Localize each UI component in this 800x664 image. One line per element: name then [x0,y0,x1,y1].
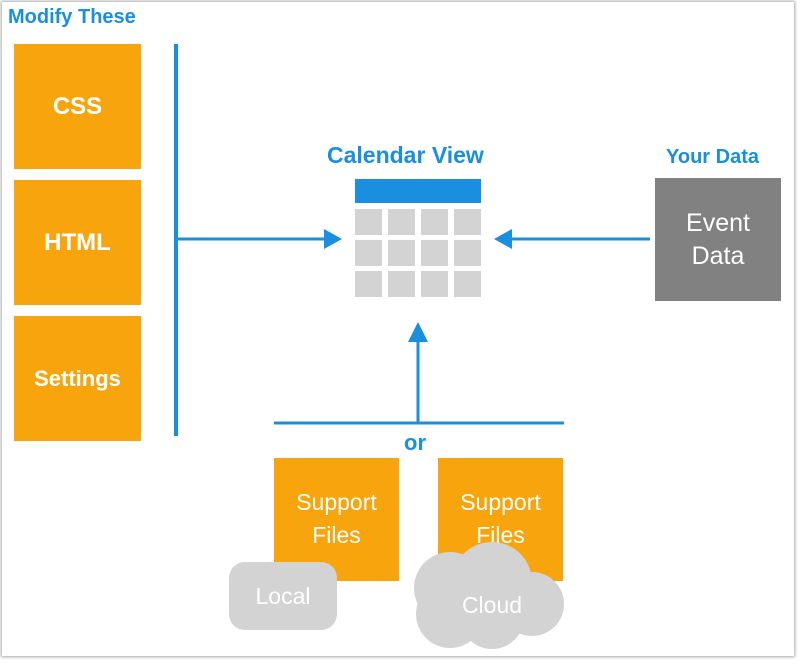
diagram-canvas: Modify These Calendar View Your Data or … [2,2,794,656]
css-box-label: CSS [52,92,103,120]
settings-box-label: Settings [34,365,121,391]
event-data-box: Event Data [655,178,781,301]
modify-these-label: Modify These [8,6,136,28]
or-label: or [404,430,426,455]
event-data-line1: Event [686,208,750,237]
support-files-local-box: Support Files [274,458,399,581]
up-arrow-head [408,322,428,342]
css-box: CSS [14,44,141,169]
diagram-connectors [174,44,650,436]
left-arrow-head [324,229,342,249]
support-files-cloud-line2: Files [476,522,525,548]
calendar-icon [355,179,481,297]
support-files-cloud-line1: Support [460,489,541,515]
html-box-label: HTML [44,228,111,256]
html-box: HTML [14,180,141,305]
cloud-storage-label: Cloud [461,592,523,618]
your-data-label: Your Data [666,146,759,168]
calendar-view-label: Calendar View [327,142,484,168]
calendar-header-bar [355,179,481,203]
local-storage-badge: Local [229,562,337,630]
event-data-line2: Data [691,241,745,270]
local-storage-label: Local [255,582,311,609]
support-files-cloud-box: Support Files [438,458,563,581]
right-arrow-head [494,229,512,249]
support-files-local-line1: Support [296,489,377,515]
calendar-grid [355,209,481,297]
settings-box: Settings [14,316,141,441]
support-files-local-line2: Files [312,522,361,548]
